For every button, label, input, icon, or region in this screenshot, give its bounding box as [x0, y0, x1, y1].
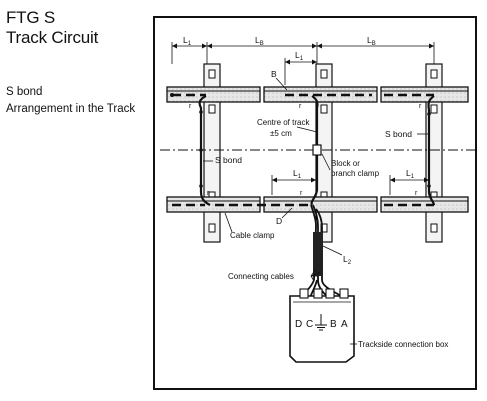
rail-top-edges — [167, 90, 468, 202]
s-bond-right — [427, 95, 436, 206]
rail-bond-wires — [172, 93, 434, 207]
dim-l1-lower-mid: L1 — [293, 168, 302, 180]
label-b: B — [271, 69, 277, 79]
subtitle-line-2: Arrangement in the Track — [6, 103, 136, 115]
bond-dot-top-left — [170, 93, 174, 97]
dim-l1-mid: L1 — [295, 50, 304, 62]
rail-top-right — [380, 86, 469, 103]
s-bond-right-label: S bond — [385, 129, 412, 139]
r-mark-1: r — [189, 103, 192, 110]
dimension-arrows — [172, 43, 434, 183]
r-mark-5: r — [300, 190, 303, 197]
terminal-b: B — [330, 319, 337, 330]
trackside-box — [289, 288, 355, 363]
rail-bottom-right — [380, 196, 469, 213]
s-bond-left-label: S bond — [215, 155, 242, 165]
dim-lb-left: LB — [255, 35, 264, 47]
connecting-cables-label: Connecting cables — [228, 272, 294, 281]
s-bond-markers — [199, 110, 431, 188]
dim-lb-right: LB — [367, 35, 376, 47]
subtitle-line-1: S bond — [6, 86, 43, 98]
leader-lines — [203, 77, 430, 345]
cable-clamp-label: Cable clamp — [230, 231, 275, 240]
rail-bottom-middle — [263, 196, 378, 213]
terminal-a: A — [341, 319, 348, 330]
dim-l1-top: L1 — [183, 35, 192, 47]
page-subtitle: S bond Arrangement in the Track — [6, 84, 135, 118]
dimension-lines — [171, 42, 435, 195]
terminal-c: C — [306, 319, 313, 330]
r-mark-4: r — [207, 190, 210, 197]
dim-l1-lower-right: L1 — [406, 168, 415, 180]
title-line-2: Track Circuit — [6, 28, 99, 47]
r-mark-6: r — [415, 190, 418, 197]
page-title: FTG S Track Circuit — [6, 8, 98, 48]
cable-bundle — [313, 232, 323, 276]
centre-label-line1: Centre of track — [257, 118, 310, 127]
block-clamp-line2: branch clamp — [331, 169, 380, 178]
block-clamp — [312, 144, 322, 156]
ground-symbol — [315, 314, 327, 331]
l2-label: L2 — [343, 254, 352, 266]
box-label: Trackside connection box — [358, 340, 448, 349]
title-line-1: FTG S — [6, 8, 56, 27]
block-clamp-line1: Block or — [331, 159, 360, 168]
label-d: D — [276, 216, 282, 226]
centre-label-line2: ±5 cm — [270, 129, 292, 138]
terminal-d: D — [295, 319, 302, 330]
r-mark-3: r — [419, 103, 422, 110]
sleeper-bolts — [208, 69, 438, 233]
r-mark-2: r — [299, 103, 302, 110]
